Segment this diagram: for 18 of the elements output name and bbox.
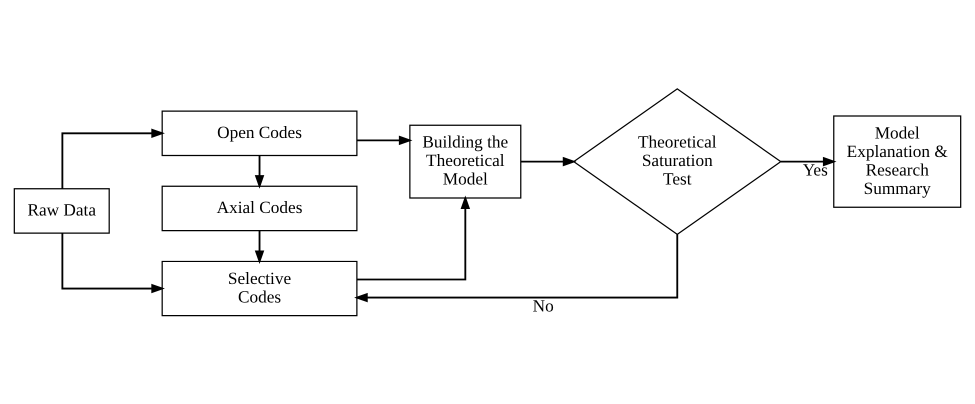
node-diamond: Theoretical Saturation Test [572, 88, 782, 235]
arrow [357, 194, 470, 280]
arrow [61, 128, 165, 188]
node-box: Model Explanation & Research Summary [833, 114, 962, 208]
node-box: Axial Codes [162, 185, 358, 231]
node-box: Building the Theoretical Model [409, 124, 522, 198]
arrow [521, 156, 576, 166]
arrow [354, 234, 678, 302]
node-box: Open Codes [162, 110, 358, 156]
arrow [61, 232, 165, 293]
arrow [357, 135, 412, 145]
edge-label: Yes [802, 160, 828, 179]
node-box: Selective Codes [162, 260, 358, 316]
edge-label: No [532, 296, 554, 315]
node-box: Raw Data [14, 188, 110, 234]
arrow [254, 230, 264, 264]
arrow [254, 155, 264, 188]
arrow [780, 156, 836, 166]
